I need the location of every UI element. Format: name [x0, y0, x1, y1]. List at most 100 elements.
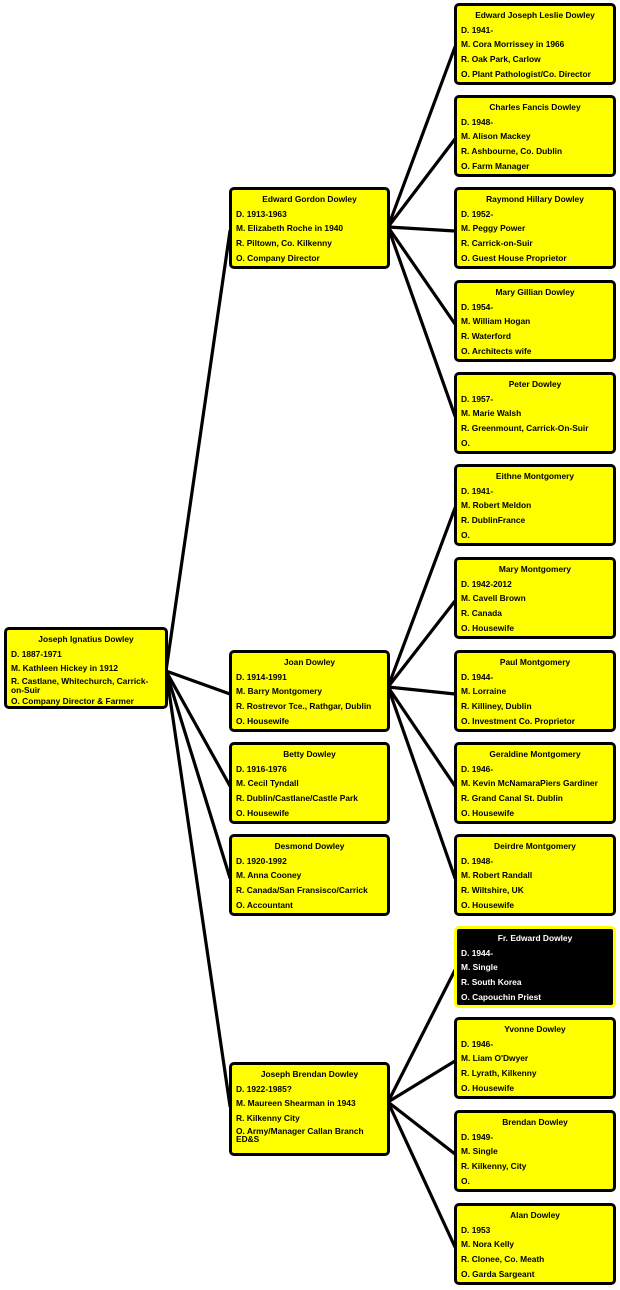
person-name: Edward Gordon Dowley	[262, 194, 357, 204]
person-name: Betty Dowley	[283, 749, 336, 759]
person-name: Desmond Dowley	[274, 841, 345, 851]
occupation-line: O.	[461, 529, 470, 540]
connector-edward-gordon-to-charles-fancis	[386, 137, 457, 229]
person-name: Joseph Ignatius Dowley	[38, 634, 134, 644]
born-died-line: D. 1922-1985?	[236, 1083, 292, 1094]
connector-joseph-brendan-to-fr-edward	[386, 968, 457, 1104]
residence-line: R. Killiney, Dublin	[461, 701, 532, 712]
born-died-line: D. 1920-1992	[236, 855, 287, 866]
connector-joan-to-deirdre	[386, 685, 457, 880]
person-card-joan: Joan Dowley D. 1914-1991 M. Barry Montgome…	[229, 650, 390, 732]
person-name: Charles Fancis Dowley	[489, 102, 581, 112]
residence-line: R. South Korea	[461, 977, 522, 988]
occupation-line: O. Army/Manager Callan Branch ED&S	[236, 1125, 364, 1145]
person-name: Geraldine Montgomery	[489, 749, 581, 759]
born-died-line: D. 1949-	[461, 1131, 494, 1142]
occupation-line: O. Housewife	[461, 1082, 515, 1093]
residence-line: R. Wiltshire, UK	[461, 885, 524, 896]
residence-line: R. Kilkenny City	[236, 1113, 300, 1124]
occupation-line: O. Housewife	[236, 715, 290, 726]
person-name: Joseph Brendan Dowley	[260, 1069, 359, 1079]
married-line: M. Elizabeth Roche in 1940	[236, 223, 344, 234]
person-name: Paul Montgomery	[499, 657, 571, 667]
residence-line: R. Kilkenny, City	[461, 1161, 527, 1172]
born-died-line: D. 1954-	[461, 301, 494, 312]
person-name: Brendan Dowley	[502, 1117, 568, 1127]
born-died-line: D. 1948-	[461, 855, 494, 866]
married-line: M. Single	[461, 962, 498, 973]
born-died-line: D. 1952-	[461, 208, 494, 219]
occupation-line: O. Plant Pathologist/Co. Director	[461, 68, 591, 79]
person-name: Peter Dowley	[508, 379, 562, 389]
connector-joseph-brendan-to-brendan	[386, 1100, 457, 1156]
occupation-line: O. Housewife	[461, 899, 515, 910]
connector-joseph-ignatius-to-edward-gordon	[164, 229, 232, 673]
occupation-line: O. Housewife	[236, 807, 290, 818]
connector-joan-to-eithne	[386, 506, 457, 689]
born-died-line: D. 1957-	[461, 393, 494, 404]
born-died-line: D. 1944-	[461, 671, 494, 682]
person-card-edward-gordon: Edward Gordon Dowley D. 1913-1963 M. Eliza…	[229, 187, 390, 269]
born-died-line: D. 1916-1976	[236, 763, 287, 774]
married-line: M. Peggy Power	[461, 223, 526, 234]
person-name: Raymond Hillary Dowley	[486, 194, 584, 204]
born-died-line: D. 1944-	[461, 947, 494, 958]
married-line: M. Marie Walsh	[461, 408, 522, 419]
connector-joseph-brendan-to-alan	[386, 1100, 457, 1249]
married-line: M. Kathleen Hickey in 1912	[11, 663, 119, 674]
residence-line: R. Clonee, Co. Meath	[461, 1254, 545, 1265]
person-name: Mary Gillian Dowley	[495, 287, 575, 297]
person-name: Yvonne Dowley	[504, 1024, 566, 1034]
born-died-line: D. 1946-	[461, 763, 494, 774]
person-card-charles-fancis: Charles Fancis Dowley D. 1948- M. Alison M…	[454, 95, 616, 177]
residence-line: R. Oak Park, Carlow	[461, 54, 541, 65]
connector-joseph-ignatius-to-desmond	[164, 669, 232, 880]
married-line: M. Maureen Shearman in 1943	[236, 1098, 356, 1109]
born-died-line: D. 1948-	[461, 116, 494, 127]
residence-line: R. Rostrevor Tce., Rathgar, Dublin	[236, 701, 372, 712]
born-died-line: D. 1942-2012	[461, 578, 512, 589]
married-line: M. Anna Cooney	[236, 870, 302, 881]
married-line: M. Alison Mackey	[461, 131, 531, 142]
person-name: Eithne Montgomery	[495, 471, 575, 481]
married-line: M. Cora Morrissey in 1966	[461, 39, 565, 50]
person-card-geraldine: Geraldine Montgomery D. 1946- M. Kevin McN…	[454, 742, 616, 824]
occupation-line: O. Guest House Proprietor	[461, 252, 567, 263]
born-died-line: D. 1941-	[461, 485, 494, 496]
connector-edward-gordon-to-peter	[386, 225, 457, 418]
connector-edward-gordon-to-raymond-hillary	[386, 225, 457, 233]
occupation-line: O. Housewife	[461, 622, 515, 633]
occupation-line: O. Company Director & Farmer	[11, 696, 134, 707]
residence-line: R. Ashbourne, Co. Dublin	[461, 146, 563, 157]
residence-line: R. Canada	[461, 608, 502, 619]
married-line: M. Nora Kelly	[461, 1239, 515, 1250]
born-died-line: D. 1913-1963	[236, 208, 287, 219]
occupation-line: O. Housewife	[461, 807, 515, 818]
residence-line: R. Waterford	[461, 331, 511, 342]
person-card-desmond: Desmond Dowley D. 1920-1992 M. Anna Cooney…	[229, 834, 390, 916]
born-died-line: D. 1914-1991	[236, 671, 287, 682]
occupation-line: O.	[461, 1175, 470, 1186]
married-line: M. Barry Montgomery	[236, 686, 323, 697]
born-died-line: D. 1941-	[461, 24, 494, 35]
occupation-line: O. Architects wife	[461, 345, 532, 356]
married-line: M. Kevin McNamaraPiers Gardiner	[461, 778, 598, 789]
born-died-line: D. 1953	[461, 1224, 491, 1235]
connector-edward-gordon-to-edward-joseph-leslie	[386, 45, 457, 229]
connector-joan-to-geraldine	[386, 685, 457, 788]
person-name: Joan Dowley	[283, 657, 336, 667]
person-card-joseph-brendan: Joseph Brendan Dowley D. 1922-1985? M. Mau…	[229, 1062, 390, 1156]
residence-line: R. Castlane, Whitechurch, Carrick-on-Sui…	[11, 676, 149, 695]
married-line: M. Robert Randall	[461, 870, 533, 881]
